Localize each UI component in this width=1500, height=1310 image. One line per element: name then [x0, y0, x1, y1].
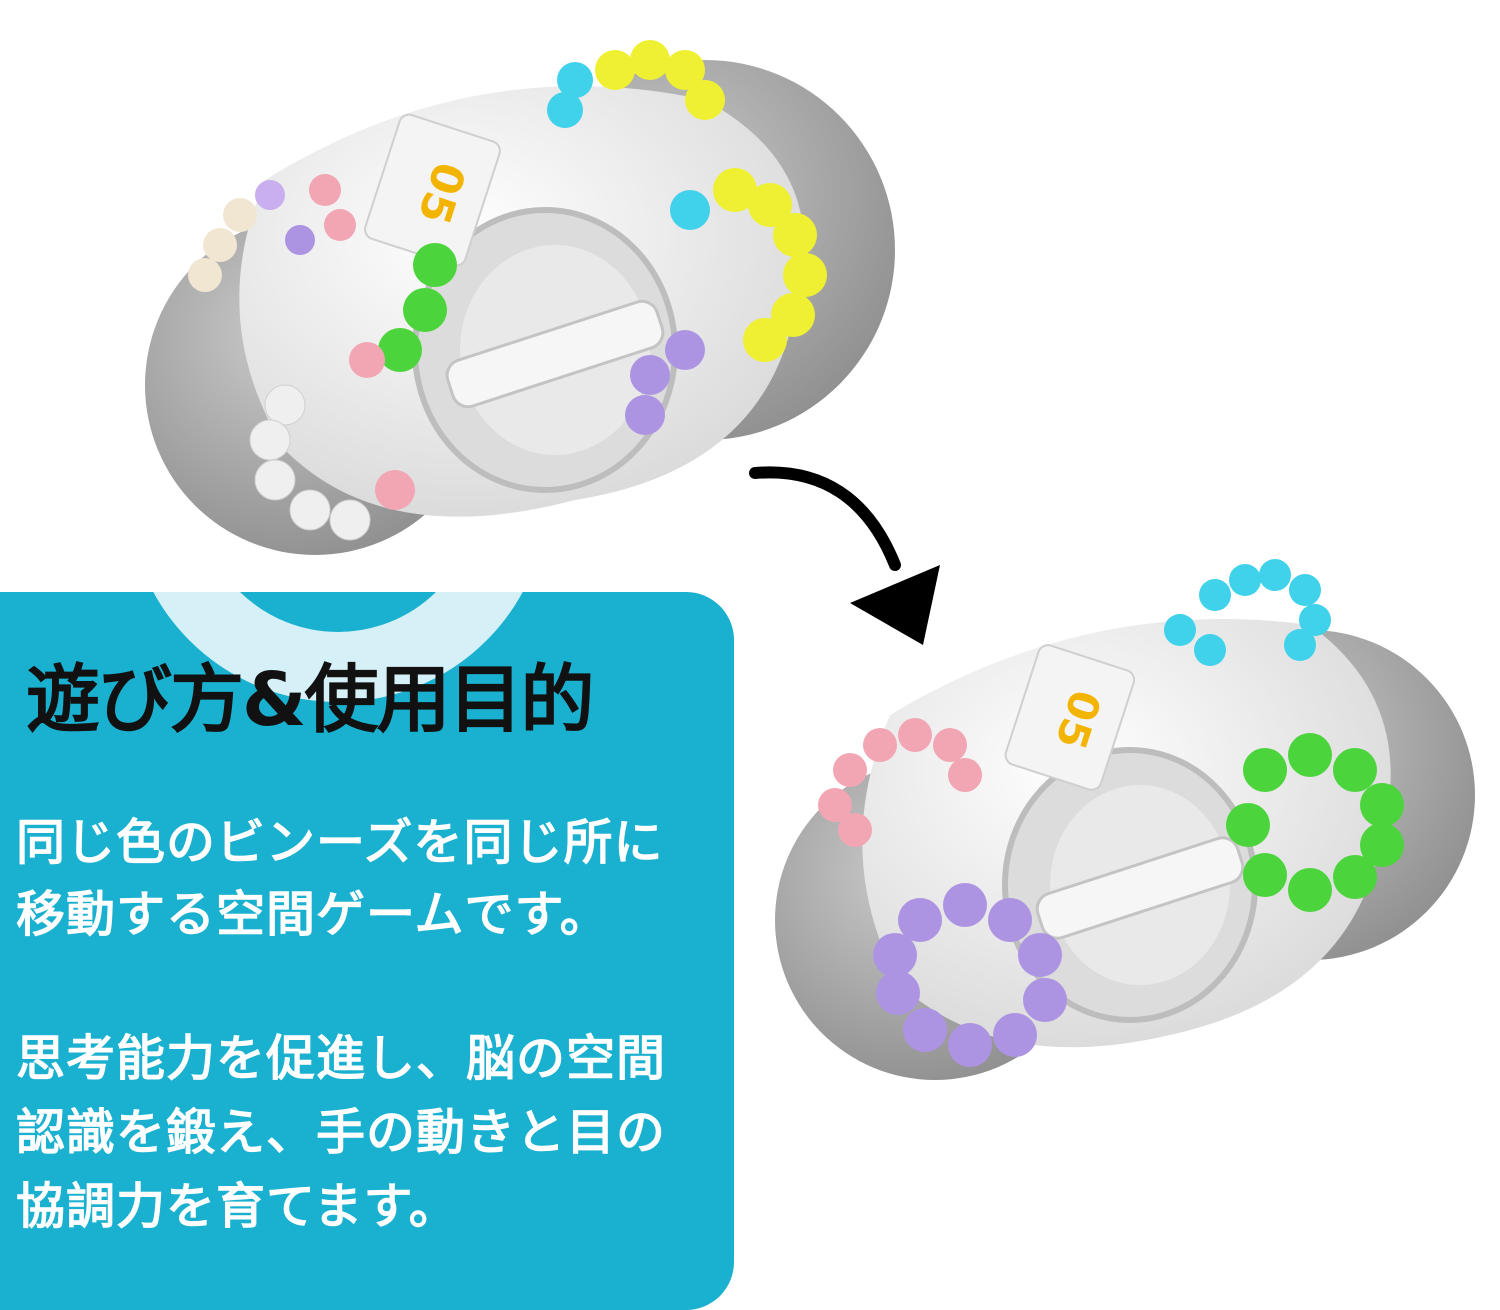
description-line: 思考能力を促進し、脳の空間: [16, 1030, 667, 1087]
description-line: 同じ色のビンーズを同じ所に: [16, 814, 664, 871]
info-panel: [0, 592, 734, 1310]
puzzle-toy-solved: 05: [770, 545, 1475, 1120]
description-line: 協調力を育てます。: [16, 1178, 459, 1235]
curved-arrow-icon: [745, 455, 945, 645]
description-line: 認識を鍛え、手の動きと目の: [16, 1104, 667, 1161]
panel-heading: 遊び方&使用目的: [26, 657, 595, 743]
description-line: 移動する空間ゲームです。: [16, 886, 610, 943]
puzzle-toy-scrambled: 05: [145, 30, 905, 590]
